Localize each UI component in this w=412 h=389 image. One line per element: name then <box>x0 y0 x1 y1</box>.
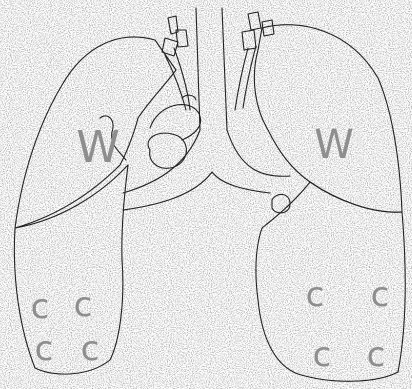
upper-left-lobe-mark: W <box>76 122 120 173</box>
lower-right-mark-3: c <box>313 335 332 375</box>
lower-left-mark-1: c <box>31 287 50 327</box>
upper-right-lobe-mark: W <box>314 122 354 168</box>
lower-right-mark-2: c <box>371 275 390 315</box>
lower-left-mark-3: c <box>35 329 54 369</box>
lower-left-mark-2: c <box>74 285 93 325</box>
lower-left-mark-4: c <box>81 329 100 369</box>
lower-right-mark-1: c <box>306 275 325 315</box>
lower-right-mark-4: c <box>367 335 386 375</box>
